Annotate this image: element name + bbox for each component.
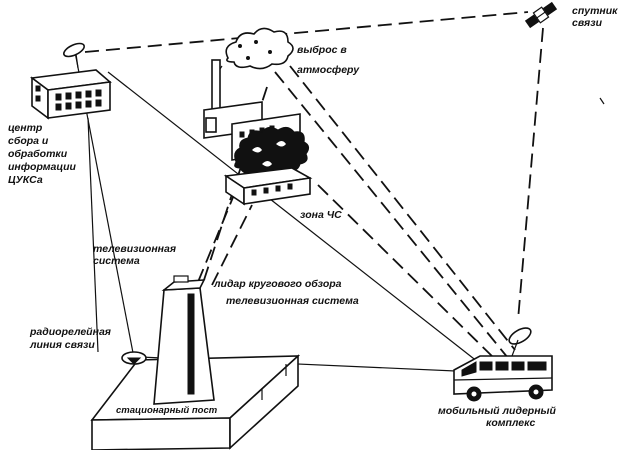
mobile-complex-line-2: комплекс (486, 417, 535, 429)
radio-relay-label: радиорелейная линия связи (29, 326, 111, 351)
center-label-line-3: обработки (8, 148, 68, 160)
edge-tick (599, 97, 605, 105)
lidar-label: лидар кругового обзора (213, 278, 342, 290)
tv-system-right-label: телевизионная система (226, 295, 359, 307)
center-label-line-5: ЦУКСа (8, 174, 43, 186)
emergency-zone-label: зона ЧС (300, 209, 342, 221)
link-center-mobile (107, 71, 479, 363)
lidar-beam-mobile-cloud-1 (274, 71, 509, 359)
lidar-beam-mobile-zone (317, 184, 499, 363)
satellite-label-line-1: спутник (572, 5, 618, 17)
lidar-beam-post-zone (197, 189, 237, 283)
center-label-line-2: сбора и (8, 135, 49, 147)
emission-cloud-icon (216, 27, 294, 85)
center-building-icon (29, 42, 112, 120)
center-label-line-4: информации (8, 161, 77, 173)
stationary-post-label: стационарный пост (116, 405, 218, 416)
lidar-beam-mobile-cloud-2 (289, 65, 516, 351)
link-satellite-mobile (517, 27, 544, 321)
stationary-post-icon (90, 275, 301, 450)
mobile-lidar-vehicle-icon (453, 327, 553, 402)
emission-label-line-1: выброс в (297, 44, 347, 56)
tv-system-left-label: телевизионная система (93, 243, 176, 267)
tv-system-link-left (87, 117, 99, 353)
satellite-label: спутник связи (572, 5, 618, 29)
radio-relay-line-2: линия связи (29, 339, 95, 351)
center-label-line-1: центр (8, 122, 43, 134)
mobile-complex-label: мобильный лидерный комплекс (438, 405, 557, 429)
radio-relay-line-1: радиорелейная (29, 326, 111, 338)
emergency-zone-plant-icon (203, 59, 313, 206)
satellite-icon (524, 1, 558, 29)
center-label: центр сбора и обработки информации ЦУКСа (8, 122, 77, 186)
link-center-satellite (84, 11, 529, 53)
satellite-label-line-2: связи (572, 17, 603, 29)
emission-label-line-2: атмосферу (297, 64, 360, 76)
emission-label: выброс в атмосферу (297, 44, 360, 76)
tv-system-left-line-2: система (93, 255, 140, 267)
mobile-complex-line-1: мобильный лидерный (438, 405, 557, 417)
tv-system-left-line-1: телевизионная (93, 243, 176, 255)
tv-beam-post-zone (211, 204, 253, 286)
